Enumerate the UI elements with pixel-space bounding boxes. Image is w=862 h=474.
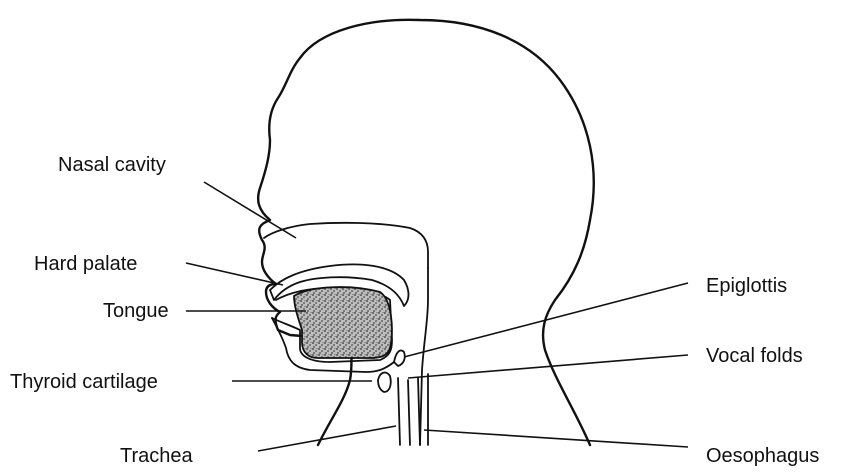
thyroid-cartilage-shape [378, 373, 391, 392]
oesophagus-tube [418, 374, 428, 445]
pharynx-outline [420, 268, 428, 445]
trachea-tube [398, 378, 410, 445]
label-tongue: Tongue [103, 301, 169, 321]
label-thyroid-cartilage: Thyroid cartilage [10, 372, 158, 392]
leader-oesophagus [424, 430, 688, 447]
label-vocal-folds: Vocal folds [706, 346, 803, 366]
label-hard-palate: Hard palate [34, 254, 137, 274]
label-nasal-cavity: Nasal cavity [58, 155, 166, 175]
epiglottis-shape [394, 350, 405, 366]
label-epiglottis: Epiglottis [706, 276, 787, 296]
leader-epiglottis [404, 283, 688, 357]
nasal-cavity-outline [264, 223, 428, 268]
leader-hard-palate [186, 263, 283, 285]
tongue-shape [294, 287, 392, 358]
leader-nasal-cavity [204, 182, 296, 238]
label-oesophagus: Oesophagus [706, 446, 819, 466]
label-trachea: Trachea [120, 446, 193, 466]
